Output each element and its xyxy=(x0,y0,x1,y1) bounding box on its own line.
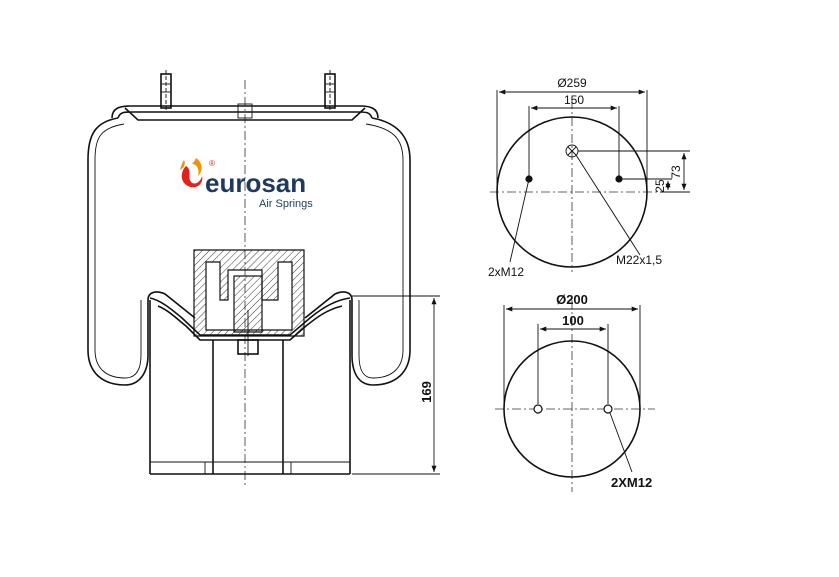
mounting-stud-left xyxy=(160,70,172,112)
bottom-plate-outline xyxy=(503,340,641,478)
air-spring-side-view: 169 ® eurosan Air Springs xyxy=(87,70,440,485)
bottom-hole-right xyxy=(603,404,613,414)
height-dimension: 169 xyxy=(352,295,440,475)
top-bolt-spacing-label: 150 xyxy=(564,93,584,107)
bottom-thread-leader-line xyxy=(609,412,633,473)
stud-leader-line xyxy=(509,178,530,263)
bumper-section xyxy=(193,249,305,356)
stud-hole-right xyxy=(615,175,623,183)
brand-tagline: Air Springs xyxy=(259,198,313,210)
top-plate-view: Ø259 150 25 73 2xM12 M22x1,5 xyxy=(488,76,690,279)
bottom-thread-label: 2XM12 xyxy=(611,475,652,490)
height-label: 169 xyxy=(419,381,434,403)
bottom-bolt-spacing-label: 100 xyxy=(562,313,584,328)
flame-icon xyxy=(180,158,203,188)
top-diameter-label: Ø259 xyxy=(557,76,587,90)
top-plate-outline xyxy=(496,116,648,268)
rubber-bellow xyxy=(87,117,411,386)
bottom-diameter-label: Ø200 xyxy=(556,292,588,307)
brand-name: eurosan xyxy=(205,168,306,198)
offset-73-label: 73 xyxy=(669,165,683,179)
air-inlet-fitting xyxy=(237,103,253,119)
eurosan-logo: ® eurosan Air Springs xyxy=(180,158,313,210)
inlet-leader-line xyxy=(575,154,641,256)
bottom-hole-left xyxy=(533,404,543,414)
stud-thread-label: 2xM12 xyxy=(488,265,524,279)
air-inlet-thread-label: M22x1,5 xyxy=(616,253,662,267)
piston-body xyxy=(149,300,351,475)
mounting-stud-right xyxy=(324,70,336,112)
registered-mark: ® xyxy=(209,159,215,168)
bottom-plate-view: Ø200 100 2XM12 xyxy=(495,292,655,492)
offset-25-label: 25 xyxy=(653,179,667,193)
top-bead-plate xyxy=(111,103,379,121)
